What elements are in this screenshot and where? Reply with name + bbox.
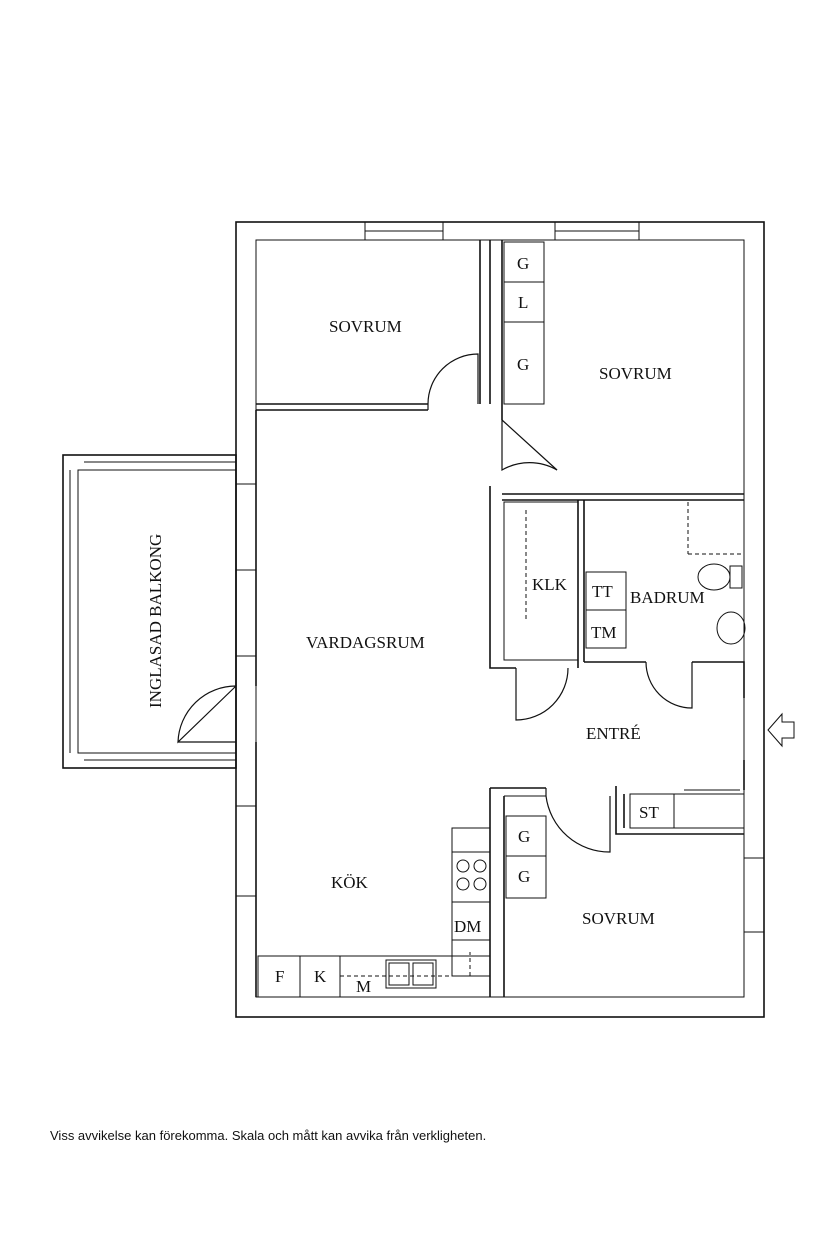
label-wardrobe-bottom-g2: G [518, 867, 530, 886]
label-st: ST [639, 803, 659, 822]
windows [235, 221, 765, 933]
label-wardrobe-bottom-g1: G [518, 827, 530, 846]
outer-walls [235, 221, 765, 1018]
doors [177, 353, 693, 853]
label-entre: ENTRÉ [586, 724, 641, 743]
label-sovrum-bottom-right: SOVRUM [582, 909, 655, 928]
bathroom-fixtures [585, 502, 746, 649]
label-m: M [356, 977, 371, 996]
label-kok: KÖK [331, 873, 369, 892]
entrance-arrow-icon [767, 712, 795, 748]
kitchen [257, 827, 491, 998]
label-sovrum-top-left: SOVRUM [329, 317, 402, 336]
label-sovrum-top-right: SOVRUM [599, 364, 672, 383]
label-vardagsrum: VARDAGSRUM [306, 633, 425, 652]
label-wardrobe-g2: G [517, 355, 529, 374]
wardrobe-bottom-right [505, 815, 547, 899]
label-balkong: INGLASAD BALKONG [146, 534, 165, 708]
label-tm: TM [591, 623, 617, 642]
label-dm: DM [454, 917, 481, 936]
interior-walls [255, 240, 745, 997]
disclaimer-text: Viss avvikelse kan förekomma. Skala och … [50, 1128, 487, 1143]
label-wardrobe-g1: G [517, 254, 529, 273]
label-k: K [314, 967, 327, 986]
label-f: F [275, 967, 284, 986]
label-tt: TT [592, 582, 613, 601]
label-wardrobe-l: L [518, 293, 528, 312]
label-badrum: BADRUM [630, 588, 705, 607]
label-klk: KLK [532, 575, 568, 594]
wardrobe-top-right [503, 241, 545, 405]
